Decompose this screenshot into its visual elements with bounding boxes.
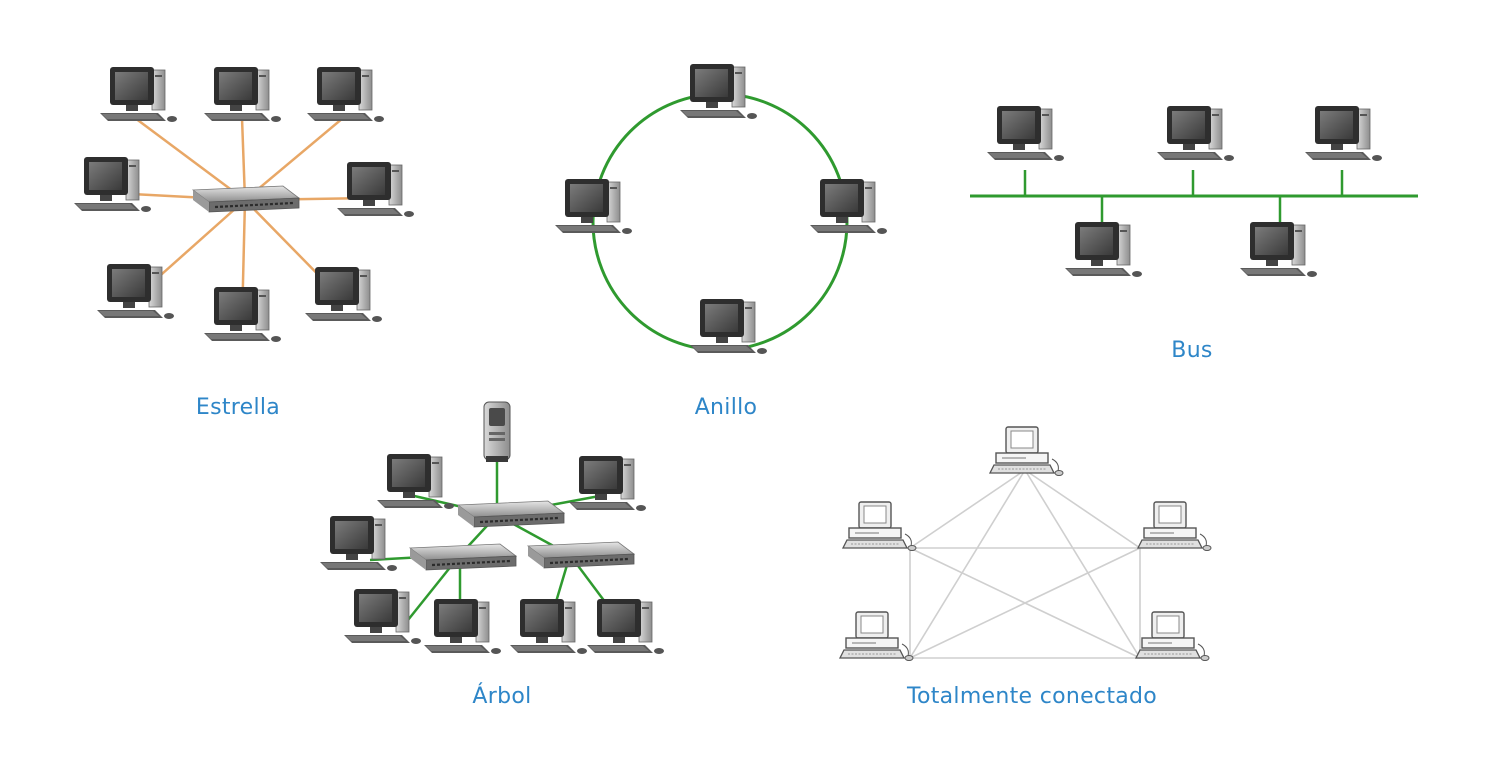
mesh-computer-left (842, 501, 917, 552)
bus-computer-5 (1239, 221, 1318, 278)
mesh-computer-top (989, 426, 1064, 477)
tree-switch-top (456, 499, 566, 529)
caption-bus: Bus (1171, 338, 1213, 363)
bus-computer-4 (1064, 221, 1143, 278)
star-computer-7 (203, 286, 282, 343)
tree-computer-5 (423, 598, 502, 655)
tree-topology (319, 401, 665, 655)
tree-server (483, 401, 511, 463)
ring-computer-top (679, 63, 758, 120)
ring-topology (554, 63, 888, 355)
ring-computer-right (809, 178, 888, 235)
caption-mesh: Totalmente conectado (906, 684, 1158, 709)
caption-tree: Árbol (472, 684, 532, 709)
mesh-topology (839, 426, 1212, 662)
bus-computer-3 (1304, 105, 1383, 162)
mesh-links (909, 469, 1141, 659)
bus-computer-1 (986, 105, 1065, 162)
tree-switch-left (408, 542, 518, 572)
tree-computer-7 (586, 598, 665, 655)
tree-computer-2 (568, 455, 647, 512)
star-computer-8 (304, 266, 383, 323)
mesh-computer-right (1137, 501, 1212, 552)
bus-computer-2 (1156, 105, 1235, 162)
tree-computer-1 (376, 453, 455, 510)
star-computer-1 (99, 66, 178, 123)
mesh-computer-bottom-left (839, 611, 914, 662)
mesh-computer-bottom-right (1135, 611, 1210, 662)
caption-ring: Anillo (694, 395, 758, 420)
ring-computer-left (554, 178, 633, 235)
caption-star: Estrella (195, 395, 281, 420)
star-computer-4 (73, 156, 152, 213)
tree-computer-6 (509, 598, 588, 655)
star-computer-5 (336, 161, 415, 218)
star-switch (191, 184, 301, 214)
bus-topology (970, 105, 1418, 278)
star-computer-2 (203, 66, 282, 123)
tree-computer-3 (319, 515, 398, 572)
star-computer-3 (306, 66, 385, 123)
star-topology (73, 66, 415, 343)
bus-drops (1023, 170, 1344, 222)
tree-switch-right (526, 540, 636, 570)
